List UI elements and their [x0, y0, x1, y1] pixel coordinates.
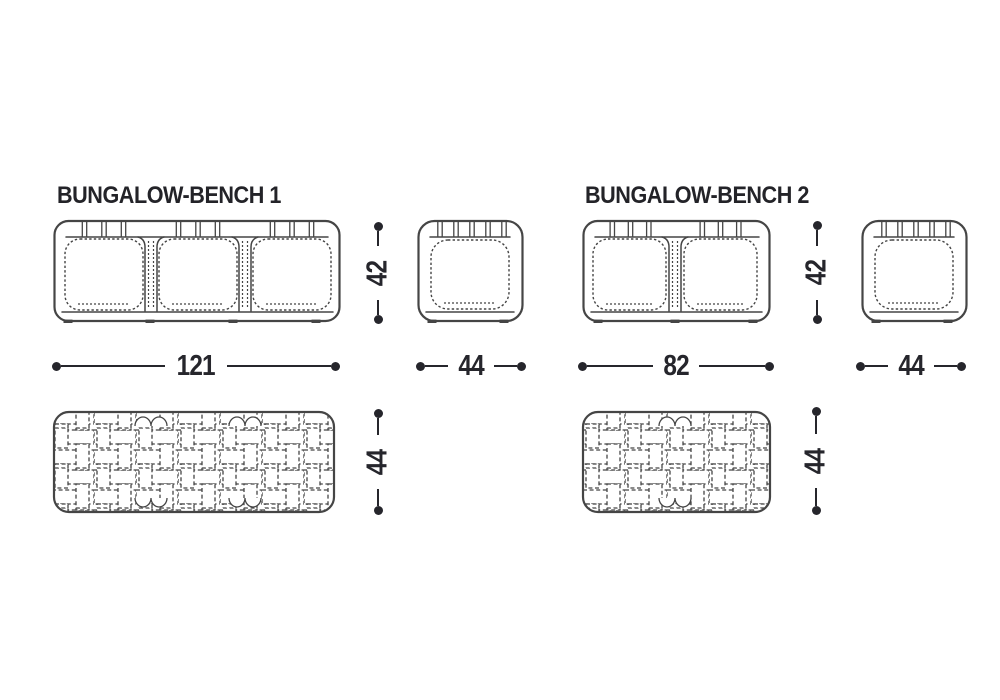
dimension-line — [494, 365, 518, 367]
dimension-line — [226, 365, 332, 367]
bench1-width-dimension: 121 — [52, 349, 341, 382]
top-rail-ticks — [609, 221, 742, 238]
strap-loop-detail — [228, 497, 262, 508]
dimension-endpoint-dot — [765, 361, 775, 371]
strap-loop-detail — [228, 416, 262, 427]
bench1-depth-dimension: 44 — [362, 409, 394, 515]
dimension-line — [815, 488, 817, 506]
dimension-endpoint-dot — [373, 506, 383, 515]
bench2-top-view — [581, 410, 772, 514]
divider-strap — [661, 236, 689, 312]
bench2-depth-dimension: 44 — [800, 407, 832, 515]
top-rail-ticks — [81, 221, 315, 238]
top-rail-ticks — [881, 221, 951, 238]
seat-cushion — [874, 239, 954, 310]
weave-pattern — [583, 412, 770, 512]
dimension-line — [425, 365, 448, 367]
feet — [871, 319, 953, 323]
bench2-width-dimension: 82 — [578, 349, 775, 382]
dimension-endpoint-dot — [517, 361, 527, 371]
dimension-line — [587, 365, 653, 367]
dimension-line — [377, 300, 379, 315]
strap-loop-detail — [134, 416, 168, 427]
seat-cushion — [64, 238, 144, 311]
dimension-endpoint-dot — [811, 407, 821, 416]
dimension-endpoint-dot — [812, 221, 822, 230]
seat-cushion — [158, 238, 238, 311]
bench1-height-dimension: 42 — [362, 222, 394, 324]
feet — [63, 319, 321, 323]
bench1-side-view — [417, 219, 524, 323]
dimension-line — [815, 416, 817, 434]
frame-outline — [417, 219, 524, 323]
bench2-side-width-dimension: 44 — [856, 349, 967, 382]
dimension-endpoint-dot — [416, 361, 425, 371]
dimension-line — [377, 489, 379, 506]
strap-loop-detail — [658, 497, 692, 508]
bench2-height-dimension: 42 — [801, 221, 833, 324]
dimension-label: 44 — [361, 449, 394, 475]
strap-loop-detail — [658, 416, 692, 427]
dimension-line — [61, 365, 166, 367]
dimension-line — [377, 231, 379, 246]
weave-pattern — [54, 412, 334, 512]
bench2-front-view — [582, 219, 771, 323]
dimension-line — [865, 365, 888, 367]
dimension-line — [699, 365, 766, 367]
frame-outline — [52, 410, 336, 514]
seat-cushion — [592, 238, 667, 311]
divider-strap — [137, 236, 165, 312]
dimension-endpoint-dot — [578, 361, 587, 371]
dimension-endpoint-dot — [811, 506, 821, 515]
dimension-endpoint-dot — [373, 409, 383, 418]
seat-cushion — [683, 238, 758, 311]
dimension-line — [377, 418, 379, 435]
dimension-endpoint-dot — [52, 361, 61, 371]
dimension-label: 44 — [799, 448, 832, 474]
seat-cushion — [252, 238, 332, 311]
dimension-label: 44 — [458, 349, 484, 382]
dimension-label: 42 — [800, 259, 833, 286]
dimension-endpoint-dot — [856, 361, 865, 371]
bench1-side-width-dimension: 44 — [416, 349, 527, 382]
dimension-line — [934, 365, 958, 367]
divider-strap — [231, 236, 259, 312]
top-rail-ticks — [437, 221, 507, 238]
bench2-side-view — [861, 219, 968, 323]
frame-outline — [581, 410, 772, 514]
strap-loop-detail — [134, 497, 168, 508]
frame-outline — [53, 219, 341, 323]
dimension-line — [816, 299, 818, 315]
dimension-endpoint-dot — [812, 315, 822, 324]
dimension-label: 121 — [176, 349, 216, 382]
frame-outline — [861, 219, 968, 323]
dimension-endpoint-dot — [373, 315, 383, 324]
dimension-endpoint-dot — [373, 222, 383, 231]
bench1-title: BUNGALOW-BENCH 1 — [57, 182, 281, 209]
dimension-endpoint-dot — [957, 361, 967, 371]
bench1-front-view — [53, 219, 341, 323]
dimension-label: 82 — [663, 349, 689, 382]
dimension-line — [816, 230, 818, 246]
bench1-top-view — [52, 410, 336, 514]
dimension-endpoint-dot — [331, 361, 341, 371]
dimension-label: 42 — [361, 260, 394, 286]
bench2-title: BUNGALOW-BENCH 2 — [585, 182, 809, 209]
feet — [427, 319, 509, 323]
dimension-label: 44 — [898, 349, 924, 382]
seat-cushion — [430, 239, 510, 310]
feet — [593, 319, 758, 323]
